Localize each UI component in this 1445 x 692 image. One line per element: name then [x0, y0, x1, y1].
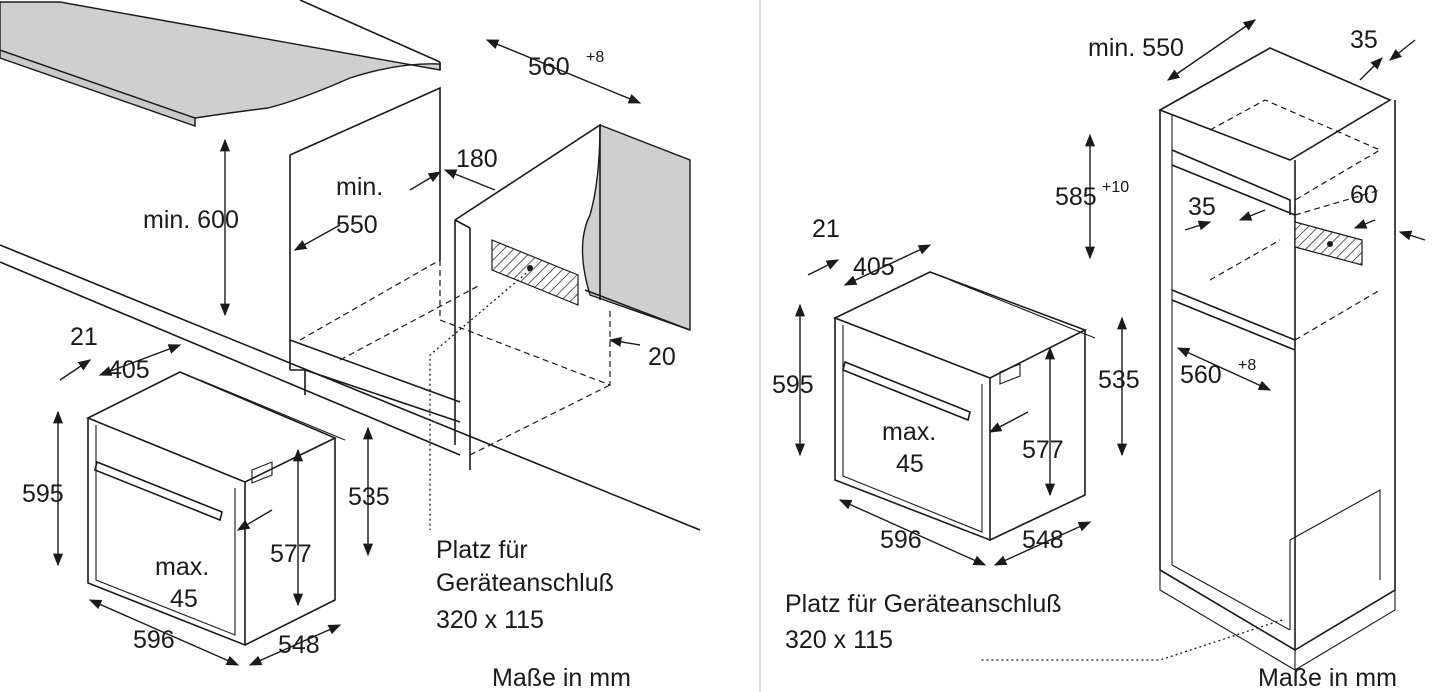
dim-405-right: 405 [853, 253, 895, 281]
dim-max: max. [155, 553, 209, 581]
dim-max-right: max. [882, 418, 936, 446]
dim-35-top: 35 [1350, 26, 1378, 54]
connection-area [491, 239, 579, 306]
dim-596: 596 [133, 626, 175, 654]
dim-180: 180 [456, 145, 498, 173]
right-oven [832, 271, 1096, 542]
dim-max-45: 45 [170, 585, 198, 613]
dim-405: 405 [108, 356, 150, 384]
right-labels: min. 550 35 585 +10 35 60 21 405 595 535… [772, 26, 1397, 692]
dim-548: 548 [278, 631, 320, 659]
note-line-2: Geräteanschluß [436, 569, 614, 597]
dim-596-right: 596 [880, 526, 922, 554]
dim-535: 535 [348, 483, 390, 511]
dim-max-45-right: 45 [896, 450, 924, 478]
dim-595-right: 595 [772, 371, 814, 399]
dim-min: min. [336, 173, 383, 201]
dim-35: 35 [1188, 193, 1216, 221]
note-line-3: 320 x 115 [436, 606, 544, 634]
note-line-2-right: 320 x 115 [785, 626, 893, 654]
units-label: Maße in mm [492, 664, 631, 692]
right-dimensions [794, 19, 1426, 566]
dim-min-600: min. 600 [143, 206, 239, 234]
dim-21-right: 21 [812, 215, 840, 243]
dim-560: 560 [528, 53, 570, 81]
dim-560-right: 560 [1180, 361, 1222, 389]
dim-548-right: 548 [1022, 526, 1064, 554]
dim-595: 595 [22, 480, 64, 508]
dim-577: 577 [270, 540, 312, 568]
dim-560-tolerance: +8 [586, 49, 604, 66]
note-line-1: Platz für [436, 536, 528, 564]
left-oven [86, 371, 346, 647]
dim-min-550: min. 550 [1088, 34, 1184, 62]
dim-21: 21 [70, 323, 98, 351]
left-labels: 560 +8 180 min. 550 min. 600 20 21 405 5… [22, 49, 676, 692]
dim-550: 550 [336, 211, 378, 239]
dim-585: 585 [1055, 183, 1097, 211]
dim-60: 60 [1350, 181, 1378, 209]
left-dimensions [52, 39, 642, 666]
dim-535-right: 535 [1098, 366, 1140, 394]
dim-577-right: 577 [1022, 436, 1064, 464]
units-label-right: Maße in mm [1258, 664, 1397, 692]
dim-585-tolerance: +10 [1102, 179, 1129, 196]
dim-20: 20 [648, 343, 676, 371]
dim-560-right-tolerance: +8 [1238, 357, 1256, 374]
right-cabinet-drawing [980, 47, 1396, 671]
note-line-1-right: Platz für Geräteanschluß [785, 590, 1062, 618]
left-cabinet-drawing [0, 0, 701, 531]
